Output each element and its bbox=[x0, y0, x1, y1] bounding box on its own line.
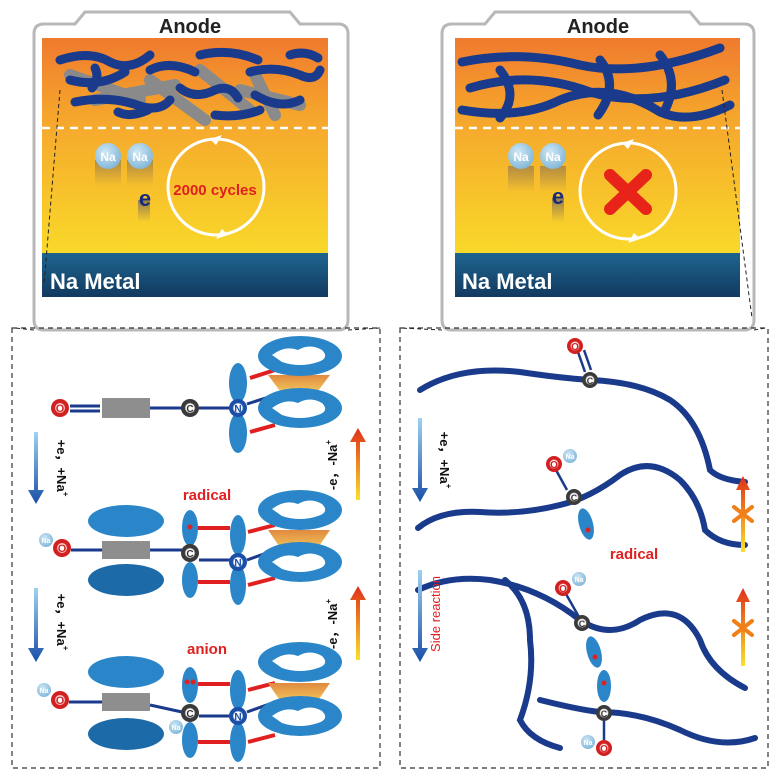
svg-text:+e，+Na+: +e，+Na+ bbox=[437, 432, 453, 489]
oxygen-atom-label: O bbox=[56, 695, 65, 707]
reduction-arrow-2: +e，+Na+ bbox=[28, 588, 70, 662]
na-metal-layer bbox=[455, 253, 740, 297]
polymer-chains bbox=[457, 43, 735, 123]
reverse-superscript: + bbox=[324, 440, 333, 445]
anode-title: Anode bbox=[159, 16, 221, 38]
nitrogen-atom-label: N bbox=[234, 712, 241, 723]
oxidation-arrow-2: -e，-Na+ bbox=[324, 586, 366, 660]
side-reaction-label: Side reaction bbox=[428, 576, 443, 652]
oxygen-atom-label: O bbox=[550, 460, 558, 471]
anode-title: Anode bbox=[567, 16, 629, 38]
sodium-atom-label: Na bbox=[42, 538, 51, 545]
na-ion-label: Na bbox=[545, 150, 561, 164]
sodium-atom-label: Na bbox=[40, 688, 49, 695]
mechanism-row-anion: Na O Na C N bbox=[37, 642, 342, 762]
svg-text:-e，-Na+: -e，-Na+ bbox=[324, 599, 340, 650]
na-metal-layer bbox=[42, 253, 328, 297]
step-superscript: + bbox=[61, 492, 70, 497]
cycle-count-label: 2000 cycles bbox=[173, 182, 256, 199]
step-superscript: + bbox=[61, 646, 70, 651]
oxygen-atom-label: O bbox=[559, 584, 567, 595]
nitrogen-atom-label: N bbox=[234, 558, 241, 569]
na-ion-1: Na bbox=[508, 143, 534, 192]
carbon-atom-label: C bbox=[186, 549, 193, 560]
oxygen-atom-label: O bbox=[58, 543, 67, 555]
reduction-arrow-1: +e，+Na+ bbox=[28, 432, 70, 504]
oxygen-atom-label: O bbox=[56, 403, 65, 415]
side-reaction-group: O Na C C O Na bbox=[555, 572, 612, 756]
right-mechanism-panel bbox=[399, 327, 769, 769]
radical-group: O Na C bbox=[546, 449, 594, 540]
na-ion-label: Na bbox=[513, 150, 529, 164]
carbon-atom-label: C bbox=[579, 619, 586, 629]
svg-text:+e，+Na+: +e，+Na+ bbox=[54, 594, 70, 651]
svg-text:-e，-Na+: -e，-Na+ bbox=[324, 440, 340, 491]
step-label: +e，+Na bbox=[54, 594, 69, 647]
blocked-cross-icon bbox=[732, 619, 754, 637]
cycle-arrowhead-bottom bbox=[216, 229, 228, 239]
polymer-chains bbox=[55, 47, 325, 121]
side-reaction-arrow: Side reaction bbox=[412, 570, 443, 662]
sodium-atom-label: Na bbox=[575, 577, 584, 584]
right-polymer-chains bbox=[415, 367, 758, 751]
oxygen-atom-label: O bbox=[571, 342, 579, 353]
oxidation-arrow-1: -e，-Na+ bbox=[324, 428, 366, 500]
oxygen-atom-label: O bbox=[600, 744, 608, 755]
left-cell: Na Na e 2000 cycles Anode Na Metal bbox=[32, 10, 350, 332]
na-metal-label: Na Metal bbox=[462, 269, 552, 294]
reverse-label: -e，-Na bbox=[325, 444, 340, 490]
na-ion-1: Na bbox=[95, 143, 121, 186]
nitrogen-atom-label: N bbox=[234, 404, 241, 415]
right-reduction-arrow: +e，+Na+ bbox=[412, 418, 453, 502]
step-label: +e，+Na bbox=[54, 440, 69, 493]
radical-label: radical bbox=[610, 546, 658, 563]
reverse-label: -e，-Na bbox=[325, 603, 340, 649]
na-ion-2: Na bbox=[127, 143, 153, 186]
carbon-atom-label: C bbox=[186, 709, 193, 720]
sodium-atom-label: Na bbox=[172, 725, 181, 732]
carbon-atom-label: C bbox=[587, 376, 594, 386]
anion-label: anion bbox=[187, 641, 227, 658]
radical-label: radical bbox=[183, 487, 231, 504]
reverse-superscript: + bbox=[324, 599, 333, 604]
left-mechanism-panel bbox=[11, 327, 381, 769]
cell-casing bbox=[440, 10, 756, 332]
sodium-atom-label: Na bbox=[566, 454, 575, 461]
blocked-reverse-arrow-1 bbox=[732, 476, 754, 552]
step-label: +e，+Na bbox=[437, 432, 452, 485]
step-superscript: + bbox=[444, 484, 453, 489]
cycle-arrowhead-top bbox=[210, 135, 222, 145]
na-ion-2: Na bbox=[540, 143, 566, 192]
carbon-atom-label: C bbox=[571, 493, 578, 503]
right-cell: Na Na e Anode Na Metal bbox=[440, 10, 756, 332]
na-ion-label: Na bbox=[132, 150, 148, 164]
carbonyl-group: O C bbox=[567, 338, 598, 388]
failure-cross-icon bbox=[604, 169, 652, 215]
mechanism-row-radical: Na O C N bbox=[39, 490, 342, 605]
svg-text:+e，+Na+: +e，+Na+ bbox=[54, 440, 70, 497]
blocked-cross-icon bbox=[732, 505, 754, 523]
mechanism-row-neutral: O C N bbox=[51, 336, 342, 453]
electron-symbol: e bbox=[139, 186, 151, 211]
carbon-atom-label: C bbox=[601, 709, 608, 719]
blocked-reverse-arrow-2 bbox=[732, 588, 754, 666]
sodium-atom-label: Na bbox=[584, 740, 593, 747]
cell-casing bbox=[32, 10, 350, 332]
carbon-atom-label: C bbox=[186, 404, 193, 415]
electron-symbol: e bbox=[552, 184, 564, 209]
na-ion-label: Na bbox=[100, 150, 116, 164]
na-metal-label: Na Metal bbox=[50, 269, 140, 294]
